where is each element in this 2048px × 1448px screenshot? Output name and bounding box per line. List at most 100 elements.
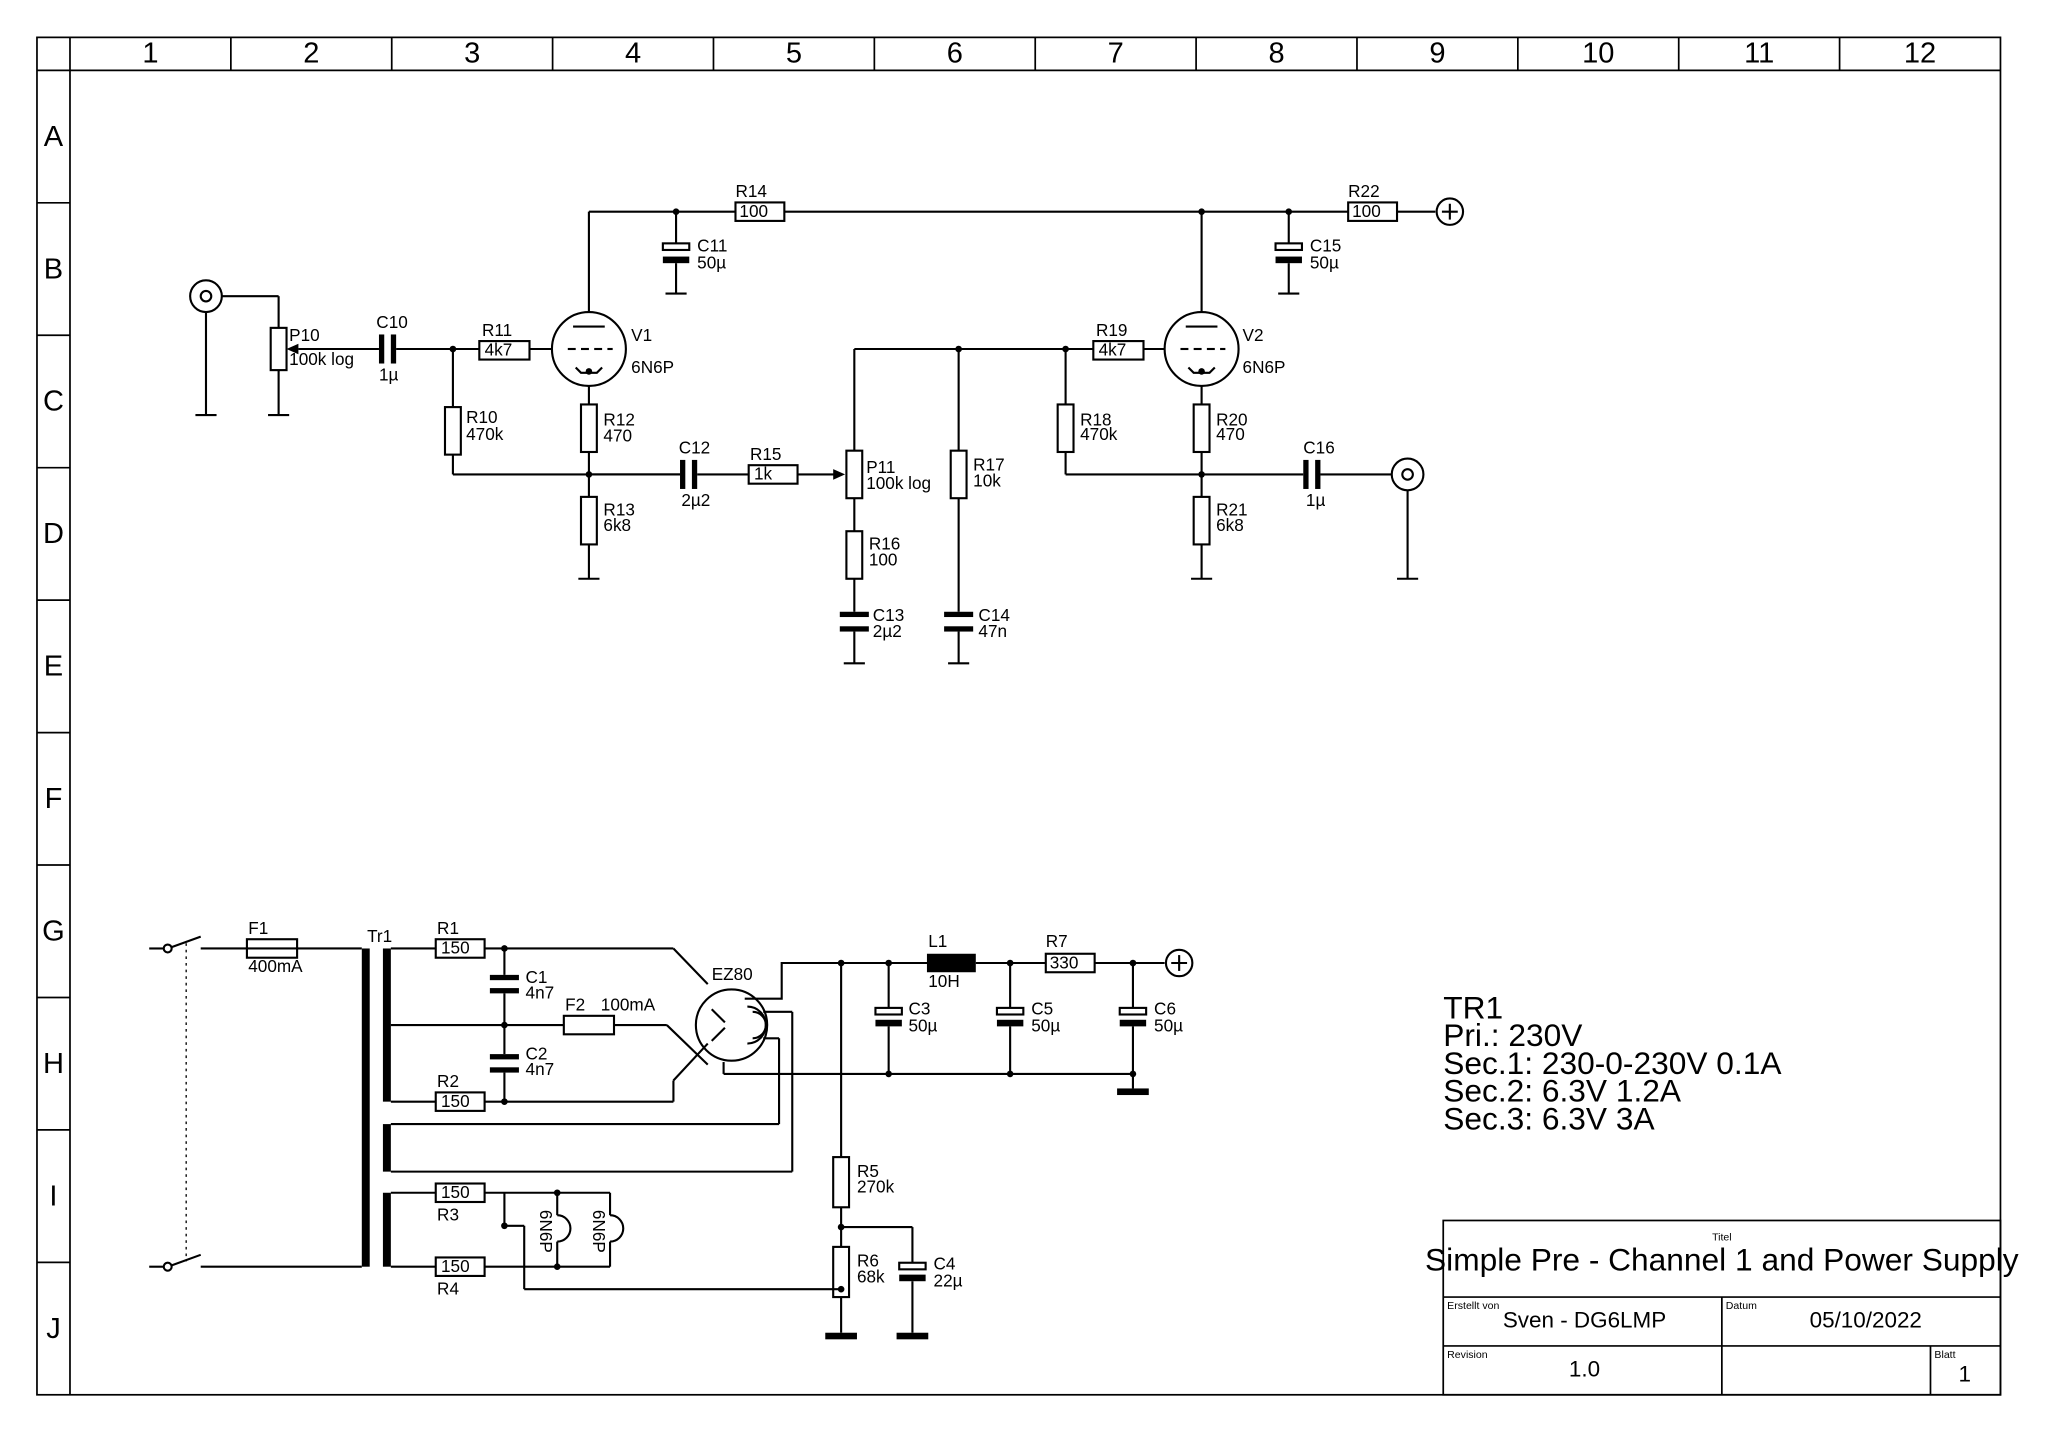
- capacitor-c10: [378, 334, 385, 364]
- c12-ref: C12: [679, 437, 710, 457]
- fuse-f2: [562, 1014, 616, 1036]
- c13-ref: C13: [873, 605, 904, 625]
- f2-ref: F2: [565, 995, 585, 1015]
- date-caption: Datum: [1726, 1300, 1757, 1312]
- r18-ref: R18: [1080, 410, 1111, 430]
- grid-row-label-F: F: [45, 783, 63, 815]
- grid-col-label-12: 12: [1904, 37, 1936, 69]
- r4-ref: R4: [437, 1278, 459, 1298]
- f1-ref: F1: [248, 918, 268, 938]
- grid-col-label-1: 1: [142, 37, 158, 69]
- r6-ref: R6: [857, 1251, 879, 1271]
- r10-ref: R10: [466, 407, 497, 427]
- capacitor-c2: [489, 1054, 519, 1060]
- mains-switch[interactable]: [149, 935, 202, 1272]
- sheet-title: Simple Pre - Channel 1 and Power Supply: [1425, 1242, 2019, 1278]
- resistor-r11: [478, 340, 531, 361]
- p11-value: 100k log: [866, 473, 931, 493]
- potentiometer-p10[interactable]: [269, 326, 288, 372]
- c4-value: 22µ: [934, 1271, 963, 1291]
- resistor-r17: [949, 449, 968, 500]
- input-jack[interactable]: [189, 279, 223, 314]
- c2-value: 4n7: [526, 1059, 555, 1079]
- v1-ref: V1: [631, 325, 652, 345]
- r3-value: 150: [441, 1182, 470, 1202]
- capacitor-c14: [944, 611, 974, 618]
- grid-col-label-6: 6: [947, 37, 963, 69]
- c16-value: 1µ: [1306, 490, 1326, 510]
- capacitor-c12: [680, 459, 686, 489]
- c5-value: 50µ: [1031, 1016, 1060, 1036]
- capacitor-c11: [661, 242, 691, 252]
- tube-v2[interactable]: [1163, 310, 1240, 388]
- capacitor-c15: [1274, 242, 1304, 252]
- resistor-r16: [845, 530, 864, 580]
- r5-value: 270k: [857, 1177, 895, 1197]
- r19-ref: R19: [1096, 320, 1127, 340]
- c5-ref: C5: [1031, 998, 1053, 1018]
- r16-value: 100: [869, 550, 898, 570]
- r14-ref: R14: [735, 181, 767, 201]
- r21-value: 6k8: [1216, 515, 1244, 535]
- tr1-note-line-primary: Pri.: 230V: [1443, 1017, 1582, 1053]
- revision-caption: Revision: [1447, 1349, 1488, 1361]
- tube-v1[interactable]: [550, 310, 627, 388]
- author-value: Sven - DG6LMP: [1503, 1307, 1666, 1332]
- l1-value: 10H: [928, 971, 959, 991]
- heater-1-label: 6N6P: [536, 1210, 556, 1253]
- tr1-ref: Tr1: [367, 926, 392, 946]
- r14-value: 100: [739, 201, 768, 221]
- r7-value: 330: [1050, 952, 1079, 972]
- r18-value: 470k: [1080, 424, 1118, 444]
- rectifier-tube-ez80[interactable]: [694, 988, 769, 1062]
- grid-col-label-9: 9: [1429, 37, 1445, 69]
- tr1-note-line-sec2: Sec.2: 6.3V 1.2A: [1443, 1073, 1682, 1109]
- v2-ref: V2: [1243, 325, 1264, 345]
- transformer-tr1[interactable]: [361, 948, 391, 1267]
- grid-row-label-H: H: [43, 1048, 64, 1080]
- r15-value: 1k: [754, 464, 773, 484]
- capacitor-c3: [874, 1006, 903, 1016]
- r4-value: 150: [441, 1256, 470, 1276]
- r13-value: 6k8: [603, 515, 631, 535]
- output-jack[interactable]: [1390, 457, 1425, 492]
- transformer-spec-note: TR1 Pri.: 230V Sec.1: 230-0-230V 0.1A Se…: [1443, 989, 1782, 1136]
- tr1-note-line-sec1: Sec.1: 230-0-230V 0.1A: [1443, 1045, 1782, 1081]
- grid-row-label-E: E: [44, 651, 63, 683]
- r5-ref: R5: [857, 1161, 879, 1181]
- grid-row-label-D: D: [43, 518, 64, 550]
- capacitor-c6: [1118, 1006, 1148, 1016]
- grid-col-label-3: 3: [464, 37, 480, 69]
- date-value: 05/10/2022: [1810, 1307, 1922, 1332]
- author-caption: Erstellt von: [1447, 1300, 1499, 1312]
- grid-col-label-4: 4: [625, 37, 641, 69]
- r21-ref: R21: [1216, 499, 1247, 519]
- potentiometer-p11[interactable]: [845, 449, 864, 500]
- grid-row-label-C: C: [43, 386, 64, 418]
- c13-value: 2µ2: [873, 621, 902, 641]
- grid-row-label-A: A: [44, 121, 64, 153]
- grid-col-label-8: 8: [1268, 37, 1284, 69]
- p10-ref: P10: [289, 325, 320, 345]
- resistor-r21: [1192, 495, 1211, 546]
- capacitor-c16: [1303, 459, 1309, 489]
- v2-value: 6N6P: [1243, 357, 1286, 377]
- r10-value: 470k: [466, 424, 504, 444]
- v1-value: 6N6P: [631, 357, 674, 377]
- r15-ref: R15: [750, 444, 781, 464]
- c14-value: 47n: [978, 621, 1007, 641]
- r2-ref: R2: [437, 1071, 459, 1091]
- r16-ref: R16: [869, 534, 900, 554]
- r6-value: 68k: [857, 1267, 885, 1287]
- f1-value: 400mA: [248, 956, 303, 976]
- inductor-l1: [926, 953, 976, 973]
- heater-2-label: 6N6P: [589, 1210, 609, 1253]
- b-plus-terminal-preamp: [1435, 197, 1465, 226]
- p11-ref: P11: [866, 457, 895, 477]
- c4-ref: C4: [934, 1253, 956, 1273]
- r12-value: 470: [603, 425, 632, 445]
- r22-value: 100: [1352, 201, 1381, 221]
- c11-ref: C11: [697, 235, 727, 255]
- c2-ref: C2: [526, 1043, 548, 1063]
